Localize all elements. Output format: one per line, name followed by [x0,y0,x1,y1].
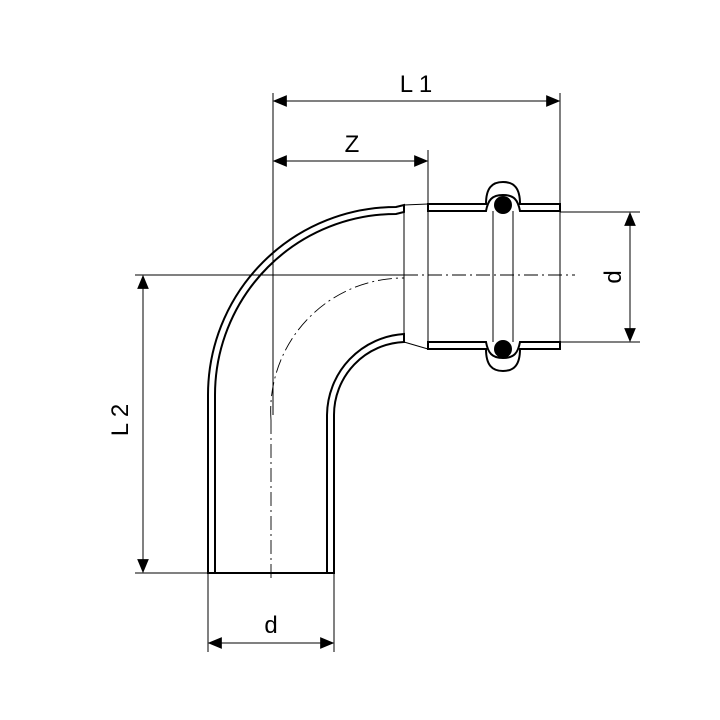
taper-bottom [403,341,429,350]
o-ring-top [494,196,512,214]
label-d-horizontal: d [264,612,277,639]
taper-top [403,203,429,206]
bend-centre-line [270,277,405,421]
centre-lines [270,274,575,580]
socket-bottom-wall [427,341,561,373]
label-d-vertical: d [600,270,627,283]
label-l1: L 1 [400,71,432,98]
label-z: Z [345,131,360,158]
dimension-lines [137,95,636,649]
elbow-outer-wall [207,203,405,574]
label-l2: L 2 [107,404,134,436]
elbow-body [207,203,405,574]
o-ring-bottom [494,340,512,358]
extension-lines [135,93,640,652]
press-socket [403,180,561,373]
socket-top-wall [427,180,561,212]
elbow-inner-wall [326,332,405,574]
